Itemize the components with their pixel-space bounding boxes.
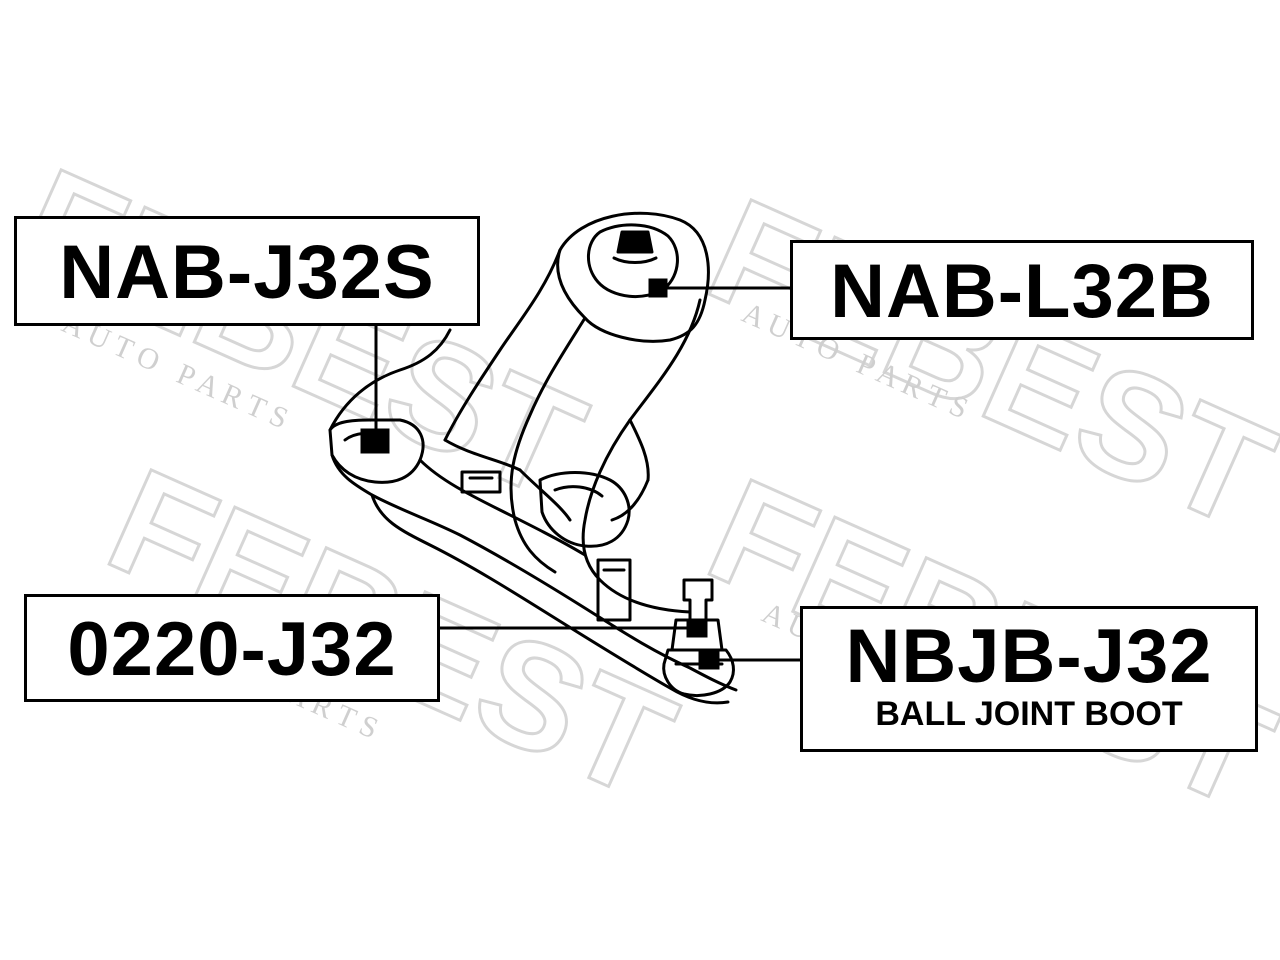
label-0220-j32: 0220-J32 <box>24 594 440 702</box>
label-nab-j32s: NAB-J32S <box>14 216 480 326</box>
anchor-nbjb-j32 <box>698 650 720 670</box>
anchor-0220-j32 <box>686 618 708 638</box>
label-nab-l32b: NAB-L32B <box>790 240 1254 340</box>
part-description: BALL JOINT BOOT <box>875 695 1183 733</box>
leader-lines <box>360 278 800 670</box>
label-nbjb-j32: NBJB-J32 BALL JOINT BOOT <box>800 606 1258 752</box>
anchor-nab-l32b <box>648 278 668 298</box>
part-number: 0220-J32 <box>67 607 397 692</box>
part-number: NAB-J32S <box>59 230 435 315</box>
part-number: NBJB-J32 <box>845 614 1213 699</box>
part-number: NAB-L32B <box>830 249 1214 334</box>
anchor-nab-j32s <box>360 428 390 454</box>
